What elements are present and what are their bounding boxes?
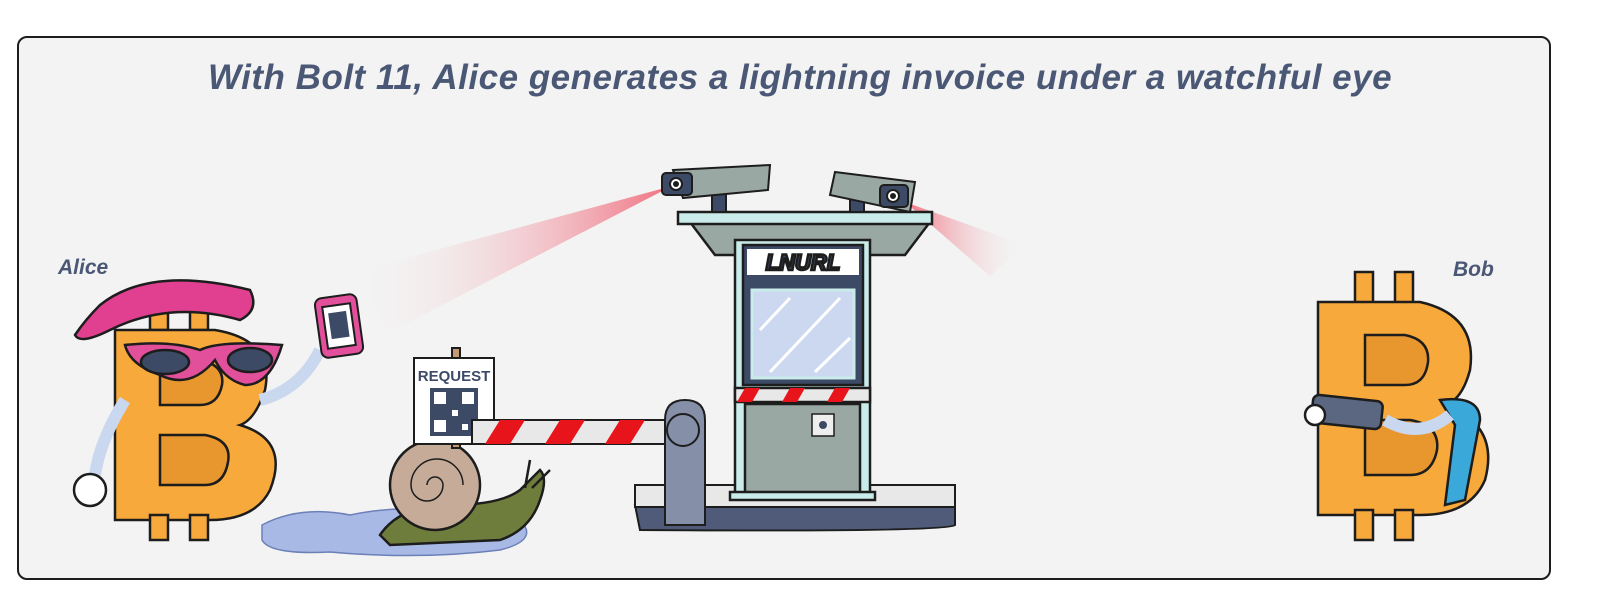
toll-barrier <box>471 398 956 532</box>
bandana-icon <box>73 279 255 341</box>
left-camera-beam <box>355 186 672 332</box>
alice-label: Alice <box>58 256 109 279</box>
illustration-title: With Bolt 11, Alice generates a lightnin… <box>207 58 1393 97</box>
bob-bitcoin-character <box>1303 270 1490 542</box>
left-security-camera-icon <box>661 163 772 213</box>
tie-icon <box>1437 397 1482 507</box>
qr-phone-icon <box>313 293 365 359</box>
lnurl-sign-text: LNURL <box>766 250 841 275</box>
request-sign-text: REQUEST <box>418 368 491 385</box>
right-security-camera-icon <box>828 170 917 214</box>
request-sign: REQUEST <box>413 347 495 449</box>
lnurl-booth: LNURL <box>676 210 934 502</box>
right-camera-beam <box>905 202 1025 276</box>
bob-label: Bob <box>1453 258 1494 281</box>
alice-bitcoin-character <box>72 279 326 542</box>
